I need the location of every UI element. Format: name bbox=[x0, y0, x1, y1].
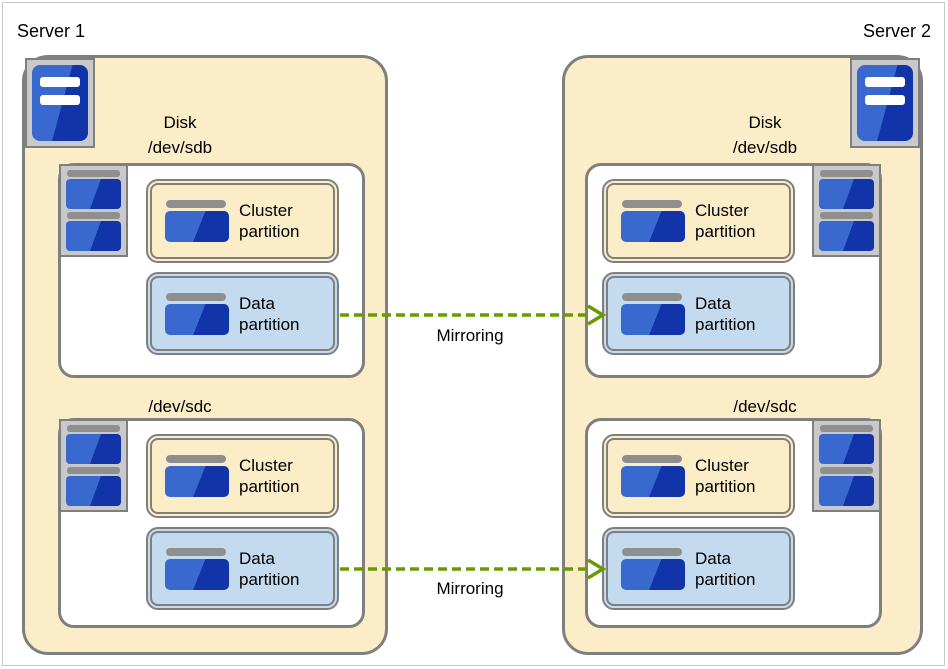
disk-device: /dev/sdb bbox=[732, 138, 798, 157]
disk-box-sdc: Cluster partition Data partition bbox=[58, 418, 365, 628]
disk-box-sdb: Cluster partition Data partition bbox=[585, 163, 882, 378]
data-partition: Data partition bbox=[602, 527, 795, 610]
server-icon bbox=[25, 58, 95, 148]
dashed-arrow-icon bbox=[340, 304, 607, 326]
partition-label: Data partition bbox=[695, 293, 756, 334]
mirroring-arrow-sdc bbox=[340, 557, 610, 581]
server-icon bbox=[850, 58, 920, 148]
partition-label: Cluster partition bbox=[695, 456, 756, 496]
cluster-partition: Cluster partition bbox=[602, 179, 795, 263]
disk-box-sdc: Cluster partition Data partition bbox=[585, 418, 882, 628]
disk-sdb-label: Disk /dev/sdb bbox=[65, 110, 295, 160]
disk-title: Disk bbox=[748, 113, 782, 132]
partition-icon bbox=[621, 455, 685, 497]
partition-label: Data partition bbox=[695, 548, 756, 589]
disk-icon bbox=[812, 419, 881, 512]
mirroring-label: Mirroring bbox=[436, 579, 504, 598]
partition-icon bbox=[165, 455, 229, 497]
disk-icon bbox=[812, 164, 881, 257]
cluster-partition: Cluster partition bbox=[602, 434, 795, 518]
disk-title: Disk bbox=[163, 113, 197, 132]
server-2-box: Disk /dev/sdb Cluster partition bbox=[562, 55, 923, 655]
cluster-partition: Cluster partition bbox=[146, 434, 339, 518]
dashed-arrow-icon bbox=[340, 558, 607, 580]
disk-sdc-label: /dev/sdc bbox=[650, 394, 880, 419]
mirroring-arrow-sdb bbox=[340, 303, 610, 327]
server-2-title: Server 2 bbox=[862, 21, 931, 41]
disk-sdc-label: /dev/sdc bbox=[65, 394, 295, 419]
cluster-partition: Cluster partition bbox=[146, 179, 339, 263]
disk-icon bbox=[59, 164, 128, 257]
partition-icon bbox=[621, 292, 685, 335]
data-partition: Data partition bbox=[146, 272, 339, 355]
partition-label: Cluster partition bbox=[239, 201, 300, 241]
disk-icon bbox=[59, 419, 128, 512]
disk-device: /dev/sdc bbox=[733, 397, 797, 416]
disk-box-sdb: Cluster partition Data partition bbox=[58, 163, 365, 378]
partition-label: Data partition bbox=[239, 293, 300, 334]
partition-icon bbox=[621, 547, 685, 590]
partition-icon bbox=[621, 200, 685, 242]
mirroring-label: Mirroring bbox=[436, 326, 504, 345]
disk-device: /dev/sdc bbox=[148, 397, 212, 416]
partition-icon bbox=[165, 200, 229, 242]
partition-label: Cluster partition bbox=[239, 456, 300, 496]
partition-icon bbox=[165, 292, 229, 335]
partition-icon bbox=[165, 547, 229, 590]
partition-label: Cluster partition bbox=[695, 201, 756, 241]
server-1-box: Disk /dev/sdb Cluster partition bbox=[22, 55, 388, 655]
data-partition: Data partition bbox=[146, 527, 339, 610]
data-partition: Data partition bbox=[602, 272, 795, 355]
disk-device: /dev/sdb bbox=[147, 138, 213, 157]
server-1-title: Server 1 bbox=[17, 21, 86, 41]
partition-label: Data partition bbox=[239, 548, 300, 589]
disk-sdb-label: Disk /dev/sdb bbox=[650, 110, 880, 160]
